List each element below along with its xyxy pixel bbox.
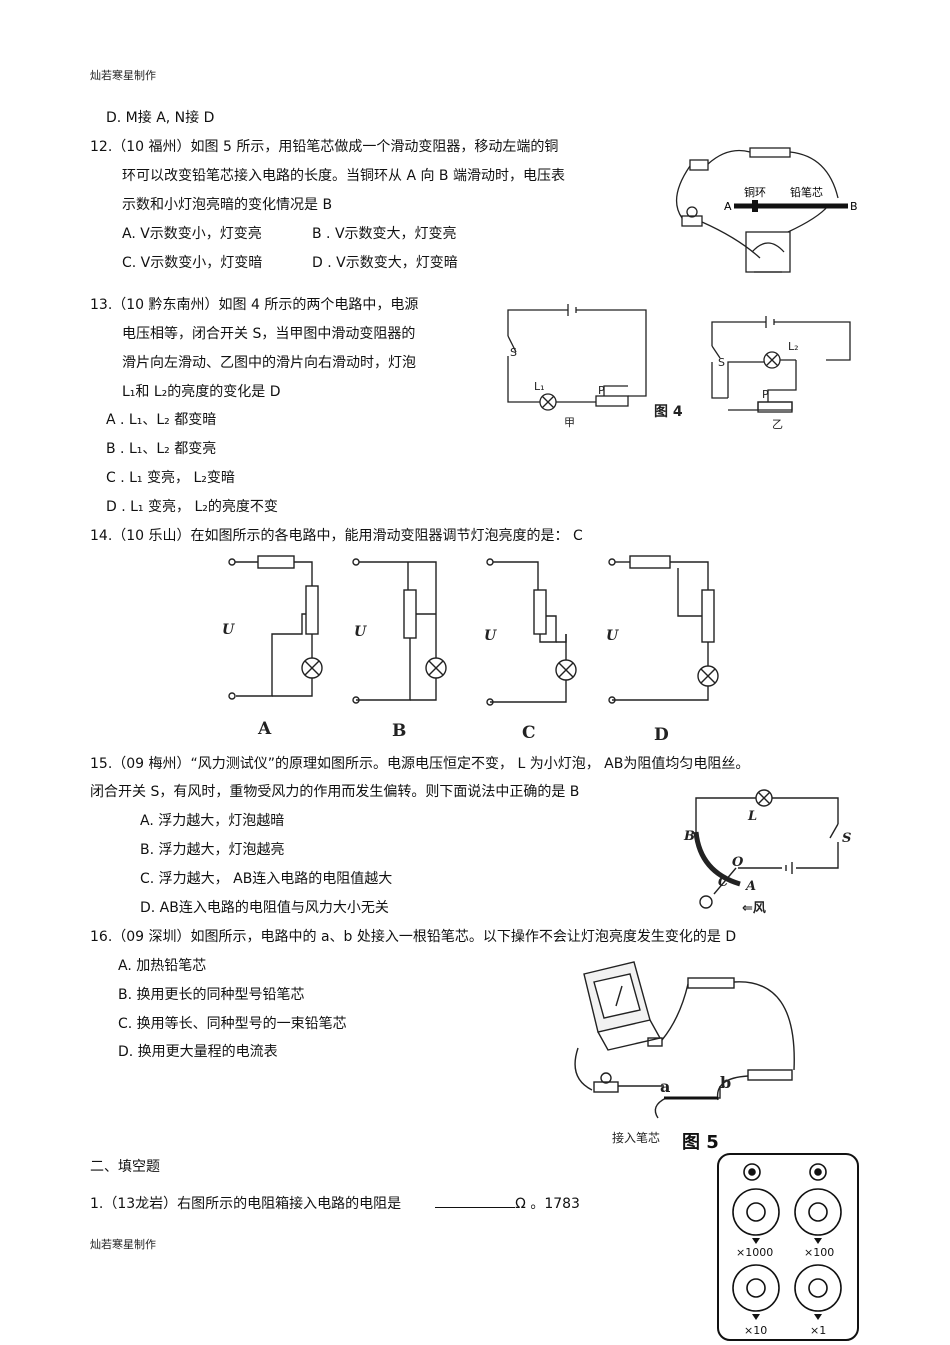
q16-option-a: A. 加热铅笔芯	[118, 958, 207, 974]
fig-label-insert: 接入笔芯	[612, 1130, 660, 1145]
q12-option-a: A. V示数变小，灯变亮	[122, 226, 262, 242]
resistance-box: ×1000 ×100 ×10 ×1	[717, 1153, 859, 1341]
q15-line1: 15.（09 梅州）“风力测试仪”的原理如图所示。电源电压恒定不变， L 为小灯…	[90, 756, 750, 772]
bulb-holder	[681, 215, 703, 227]
fig-s-jia: S	[510, 346, 517, 359]
label-a: A	[257, 719, 272, 739]
q13-line2: 电压相等，闭合开关 S，当甲图中滑动变阻器的	[122, 326, 416, 342]
fig-l: L	[747, 809, 757, 824]
fig-l1: L₁	[534, 380, 545, 393]
rheostat-yi	[757, 401, 793, 413]
label-b: B	[392, 721, 406, 741]
label-d: D	[654, 725, 669, 742]
fig-a: A	[744, 879, 756, 894]
lamp-l2	[763, 351, 781, 369]
q12-figure: A B 铜环 铅笔芯	[675, 147, 858, 273]
q13-line1: 13.（10 黔东南州）如图 4 所示的两个电路中，电源	[90, 297, 419, 313]
fig-yi: 乙	[772, 418, 783, 431]
page-header: 灿若寒星制作	[90, 69, 156, 82]
q12-option-c: C. V示数变小，灯变暗	[122, 255, 263, 271]
q15-option-b: B. 浮力越大，灯泡越亮	[140, 842, 285, 858]
lamp-l1	[539, 393, 557, 411]
q13-option-c: C . L₁ 变亮， L₂变暗	[106, 470, 235, 486]
q11-option-d: D. M接 A, N接 D	[106, 110, 215, 126]
q12-option-d: D . V示数变大，灯变暗	[312, 255, 458, 271]
lamp-l	[755, 789, 773, 807]
dial-label-1000: ×1000	[736, 1246, 773, 1259]
section-2-title: 二、填空题	[90, 1159, 160, 1175]
page-footer: 灿若寒星制作	[90, 1238, 156, 1251]
fig5-caption: 图 5	[682, 1132, 719, 1153]
fig-s: S	[842, 831, 851, 846]
battery-2	[747, 1069, 793, 1081]
dial-label-1: ×1	[810, 1324, 826, 1337]
switch-block	[689, 159, 709, 171]
fill-q1-text: 1.（13龙岩）右图所示的电阻箱接入电路的电阻是	[90, 1196, 402, 1212]
q15-option-c: C. 浮力越大， AB连入电路的电阻值越大	[140, 871, 393, 887]
q12-line2: 环可以改变铅笔芯接入电路的长度。当铜环从 A 向 B 端滑动时，电压表	[122, 168, 565, 184]
dial-label-10: ×10	[744, 1324, 767, 1337]
q12-option-b: B . V示数变大，灯变亮	[312, 226, 457, 242]
copper-ring	[752, 200, 758, 212]
q16-option-d: D. 换用更大量程的电流表	[118, 1044, 278, 1060]
q15-option-d: D. AB连入电路的电阻值与风力大小无关	[140, 900, 389, 916]
fill-q1: 1.（13龙岩）右图所示的电阻箱接入电路的电阻是 Ω 。1783	[90, 1193, 580, 1213]
label-c: C	[522, 723, 536, 742]
fig-l2: L₂	[788, 340, 799, 353]
u-c: U	[484, 628, 497, 644]
q14-figure: U U U U A B C D	[222, 555, 719, 742]
q14-line1: 14.（10 乐山）在如图所示的各电路中，能用滑动变阻器调节灯泡亮度的是： C	[90, 528, 583, 544]
battery-1	[687, 977, 735, 989]
fig-s-yi: S	[718, 356, 725, 369]
rheostat-jia	[595, 395, 629, 407]
fig-c: C	[718, 875, 729, 890]
q13-line4: L₁和 L₂的亮度的变化是 D	[122, 384, 281, 400]
dial-label-100: ×100	[804, 1246, 834, 1259]
q16-option-c: C. 换用等长、同种型号的一束铅笔芯	[118, 1016, 347, 1032]
q15-line2: 闭合开关 S，有风时，重物受风力的作用而发生偏转。则下面说法中正确的是 B	[90, 784, 580, 800]
fig-wind: ⇐风	[742, 901, 766, 916]
q16-line1: 16.（09 深圳）如图所示，电路中的 a、b 处接入一根铅笔芯。以下操作不会让…	[90, 929, 737, 945]
fig-p-yi: P	[762, 388, 769, 401]
q13-option-a: A . L₁、L₂ 都变暗	[106, 412, 217, 428]
fig-p-jia: P	[598, 384, 605, 397]
fig4-caption: 图 4	[654, 404, 683, 420]
fig-b-16: b	[720, 1073, 731, 1092]
u-d: U	[606, 628, 619, 644]
fig-label-b: B	[850, 200, 858, 213]
battery-block	[749, 147, 791, 158]
q13-line3: 滑片向左滑动、乙图中的滑片向右滑动时，灯泡	[122, 355, 416, 371]
q13-option-d: D . L₁ 变亮， L₂的亮度不变	[106, 499, 278, 515]
fig-b: B	[683, 829, 695, 844]
bulb-holder-16	[593, 1081, 619, 1093]
fig-a-16: a	[660, 1077, 670, 1096]
q13-option-b: B . L₁、L₂ 都变亮	[106, 441, 217, 457]
fill-q1-blank	[435, 1193, 516, 1208]
fill-q1-post: Ω 。1783	[515, 1196, 580, 1212]
q16-option-b: B. 换用更长的同种型号铅笔芯	[118, 987, 305, 1003]
q16-figure: a b 接入笔芯 图 5	[574, 961, 795, 1153]
fig-o: O	[732, 855, 744, 870]
q12-line1: 12.（10 福州）如图 5 所示，用铅笔芯做成一个滑动变阻器，移动左端的铜	[90, 139, 559, 155]
q13-figure: S L₁ P 甲 图 4 S L₂ P 乙	[507, 304, 851, 431]
fig-label-a: A	[724, 200, 732, 213]
fig-label-ring: 铜环	[744, 185, 766, 199]
q15-figure: L B S O C A ⇐风	[683, 789, 851, 916]
fig-jia: 甲	[564, 416, 575, 429]
q12-line3: 示数和小灯泡亮暗的变化情况是 B	[122, 197, 333, 213]
u-a: U	[222, 622, 235, 638]
u-b: U	[354, 624, 367, 640]
q15-option-a: A. 浮力越大，灯泡越暗	[140, 813, 285, 829]
fig-label-core: 铅笔芯	[790, 185, 823, 199]
